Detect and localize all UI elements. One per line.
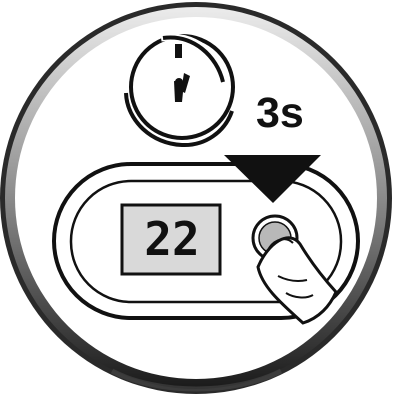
display-value: 22 bbox=[144, 212, 199, 266]
hold-duration-label: 3s bbox=[256, 89, 304, 137]
